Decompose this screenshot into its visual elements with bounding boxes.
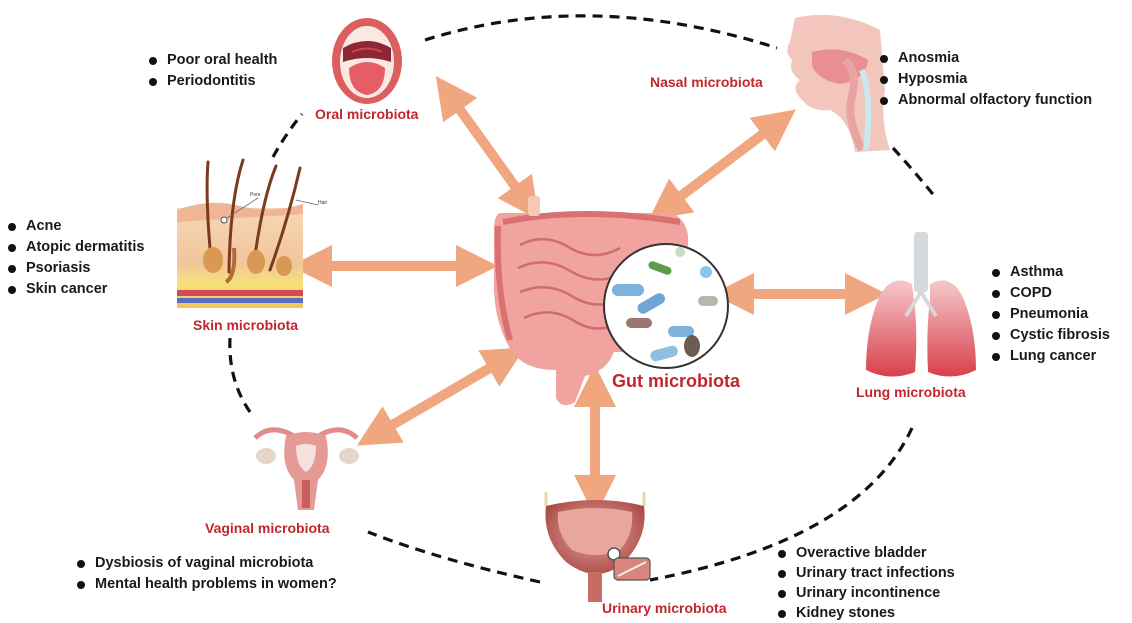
list-item: Urinary tract infections: [774, 563, 955, 583]
bladder-illustration: [545, 492, 650, 602]
list-item: Poor oral health: [145, 50, 277, 71]
list-item: Cystic fibrosis: [988, 325, 1110, 346]
list-item: Acne: [4, 216, 144, 237]
lung-illustration: [866, 232, 976, 377]
vaginal-conditions-list: Dysbiosis of vaginal microbiota Mental h…: [73, 553, 337, 595]
arrow-nasal-gut: [665, 122, 779, 208]
bacteria-magnifier: [604, 244, 728, 368]
list-item: Lung cancer: [988, 346, 1110, 367]
ring-segment-skin-oral: [273, 114, 302, 157]
list-item: Pneumonia: [988, 304, 1110, 325]
ring-segment-oral-nasal: [425, 16, 777, 48]
nasal-microbiota-label: Nasal microbiota: [650, 74, 763, 90]
list-item: Anosmia: [876, 48, 1092, 69]
pore-label: Pore: [250, 192, 261, 198]
list-item: Hyposmia: [876, 69, 1092, 90]
ring-segment-urinary-vaginal: [368, 532, 540, 582]
list-item: Psoriasis: [4, 258, 144, 279]
list-item: Kidney stones: [774, 603, 955, 623]
list-item: Overactive bladder: [774, 543, 955, 563]
list-item: Asthma: [988, 262, 1110, 283]
skin-conditions-list: Acne Atopic dermatitis Psoriasis Skin ca…: [4, 216, 144, 300]
skin-microbiota-label: Skin microbiota: [193, 317, 298, 333]
list-item: Abnormal olfactory function: [876, 90, 1092, 111]
lung-conditions-list: Asthma COPD Pneumonia Cystic fibrosis Lu…: [988, 262, 1110, 367]
list-item: Periodontitis: [145, 71, 277, 92]
list-item: Mental health problems in women?: [73, 574, 337, 595]
gut-microbiota-label: Gut microbiota: [612, 371, 740, 392]
oral-conditions-list: Poor oral health Periodontitis: [145, 50, 277, 92]
vaginal-microbiota-label: Vaginal microbiota: [205, 520, 329, 536]
urinary-conditions-list: Overactive bladder Urinary tract infecti…: [774, 543, 955, 623]
list-item: Skin cancer: [4, 279, 144, 300]
mouth-illustration: [332, 18, 402, 104]
arrow-oral-gut: [448, 93, 527, 203]
lung-microbiota-label: Lung microbiota: [856, 384, 966, 400]
list-item: Atopic dermatitis: [4, 237, 144, 258]
urinary-microbiota-label: Urinary microbiota: [602, 600, 726, 616]
oral-microbiota-label: Oral microbiota: [315, 106, 418, 122]
nasal-conditions-list: Anosmia Hyposmia Abnormal olfactory func…: [876, 48, 1092, 111]
list-item: Urinary incontinence: [774, 583, 955, 603]
skin-illustration: Pore Hair: [177, 160, 328, 308]
list-item: COPD: [988, 283, 1110, 304]
nasal-illustration: [787, 15, 890, 152]
ring-segment-vaginal-skin: [230, 338, 250, 412]
list-item: Dysbiosis of vaginal microbiota: [73, 553, 337, 574]
hair-label: Hair: [318, 200, 328, 206]
ring-segment-nasal-lung: [893, 148, 936, 198]
arrow-vaginal-gut: [375, 358, 507, 435]
uterus-illustration: [255, 430, 359, 510]
